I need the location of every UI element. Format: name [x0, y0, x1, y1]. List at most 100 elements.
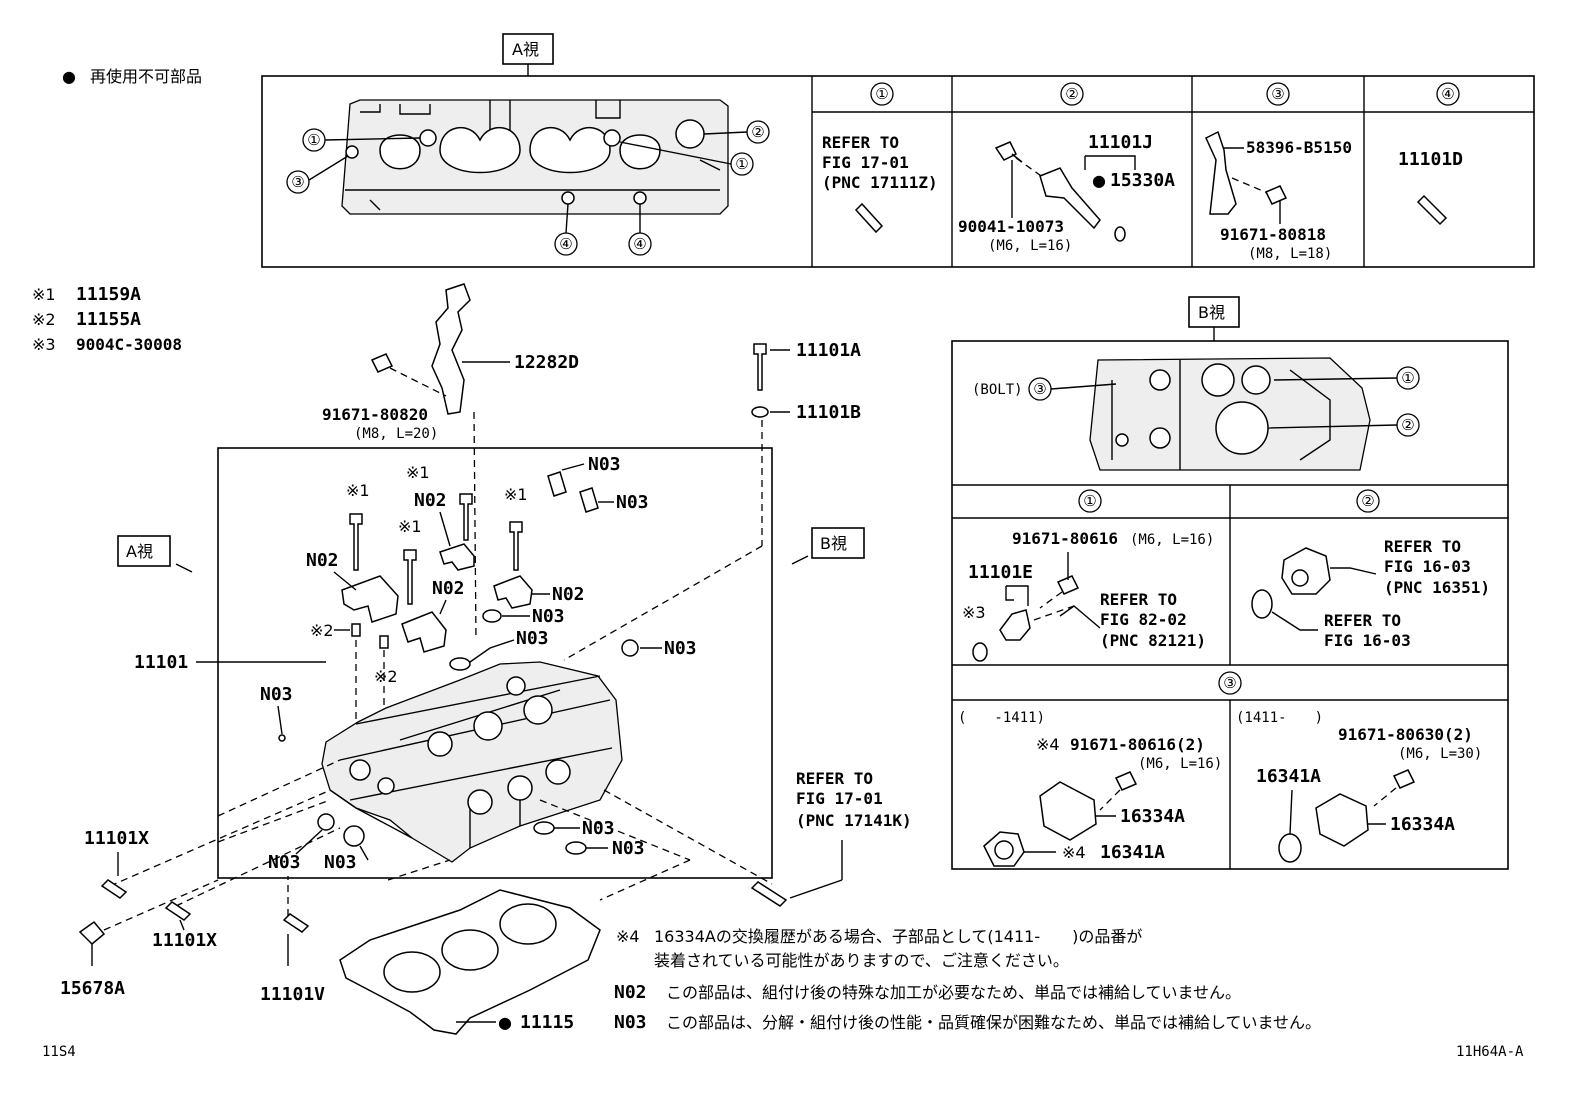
view-a-panel: A視 ① ② ③ ④ ① ③ — [261, 33, 1535, 268]
svg-text:91671-80820: 91671-80820 — [322, 405, 428, 424]
svg-text:●: ● — [498, 1013, 512, 1032]
svg-text:③: ③ — [1271, 85, 1284, 103]
bolt-icon — [1114, 771, 1138, 791]
svg-text:※2: ※2 — [374, 667, 398, 686]
svg-text:この部品は、組付け後の特殊な加工が必要なため、単品では補給し: この部品は、組付け後の特殊な加工が必要なため、単品では補給していません。 — [666, 983, 1241, 1002]
svg-text:REFER TO: REFER TO — [1100, 590, 1177, 609]
legend-text: 再使用不可部品 — [90, 67, 202, 86]
head-gasket-illustration — [339, 889, 601, 1035]
note-2-mark: ※2 — [32, 310, 56, 329]
svg-text:(PNC 17111Z): (PNC 17111Z) — [822, 173, 938, 192]
svg-text:※2: ※2 — [310, 621, 334, 640]
svg-text:N03: N03 — [612, 838, 645, 859]
svg-text:※3: ※3 — [962, 603, 986, 622]
svg-text:④: ④ — [559, 235, 572, 253]
part-11101X-left: 11101X — [84, 828, 149, 849]
svg-text:③: ③ — [291, 173, 304, 191]
part-15330A: 15330A — [1110, 170, 1175, 191]
svg-text:③: ③ — [1223, 674, 1236, 692]
svg-text:( -1411): ( -1411) — [958, 710, 1045, 726]
svg-text:(M6, L=16): (M6, L=16) — [988, 238, 1072, 254]
svg-text:※1: ※1 — [398, 517, 422, 536]
footnotes: ※4 16334Aの交換履歴がある場合、子部品として(1411- )の品番が 装… — [614, 927, 1321, 1033]
part-11101A: 11101A — [796, 340, 861, 361]
view-a-tag: A視 — [512, 40, 539, 59]
bolt-icon — [459, 493, 473, 541]
svg-text:②: ② — [1065, 85, 1078, 103]
view-a-frame — [261, 75, 1535, 268]
svg-text:(M6, L=16): (M6, L=16) — [1138, 756, 1222, 772]
svg-text:91671-80616(2): 91671-80616(2) — [1070, 735, 1205, 754]
valve-cover-icon — [1039, 781, 1097, 841]
svg-text:91671-80630(2): 91671-80630(2) — [1338, 725, 1473, 744]
svg-text:FIG 16-03: FIG 16-03 — [1384, 557, 1471, 576]
svg-text:(PNC 16351): (PNC 16351) — [1384, 578, 1490, 597]
svg-text:(1411- ): (1411- ) — [1236, 710, 1323, 726]
svg-text:①: ① — [307, 131, 320, 149]
svg-text:※1: ※1 — [406, 463, 430, 482]
svg-text:※4: ※4 — [1062, 843, 1086, 862]
engine-hanger-icon — [431, 283, 471, 415]
bolt-icon — [1392, 769, 1416, 789]
svg-text:N02: N02 — [306, 550, 339, 571]
part-11101B: 11101B — [796, 402, 861, 423]
svg-text:N02: N02 — [614, 982, 647, 1003]
legend-bullet: ● — [62, 67, 76, 86]
svg-text:(PNC 17141K): (PNC 17141K) — [796, 811, 912, 830]
view-b-panel: B視 (BOLT) ③ ① ② ① ② ③ — [951, 296, 1509, 870]
main-exploded-view: 12282D 91671-80820 (M8, L=20) 11101A 111… — [60, 283, 912, 1035]
svg-text:90041-10073: 90041-10073 — [958, 217, 1064, 236]
sensor-icon — [1039, 167, 1101, 230]
svg-text:N02: N02 — [552, 584, 585, 605]
svg-text:①: ① — [1401, 369, 1414, 387]
head-intake-side-illustration: ① ③ ② ① ④ ④ — [286, 99, 770, 256]
cover-plate-icon — [1315, 793, 1369, 847]
note-2-part: 11155A — [76, 309, 141, 330]
part-15678A: 15678A — [60, 978, 125, 999]
svg-text:91671-80616: 91671-80616 — [1012, 529, 1118, 548]
part-12282D: 12282D — [514, 352, 579, 373]
bolt-icon — [509, 521, 523, 571]
svg-text:FIG 17-01: FIG 17-01 — [822, 153, 909, 172]
part-11101J: 11101J — [1088, 132, 1153, 153]
svg-text:A視: A視 — [126, 542, 153, 561]
bolt-icon — [349, 513, 363, 571]
svg-text:FIG 82-02: FIG 82-02 — [1100, 610, 1187, 629]
stud-bolt-icon — [1416, 194, 1448, 226]
svg-text:N03: N03 — [268, 852, 301, 873]
svg-text:(M8, L=20): (M8, L=20) — [354, 426, 438, 442]
svg-text:④: ④ — [1441, 85, 1454, 103]
head-end-illustration: (BOLT) ③ ① ② — [972, 357, 1420, 471]
svg-text:REFER TO: REFER TO — [1324, 611, 1401, 630]
actuator-icon — [1281, 547, 1331, 595]
part-11101: 11101 — [134, 652, 188, 673]
sensor-icon — [999, 609, 1031, 641]
svg-text:REFER TO: REFER TO — [796, 769, 873, 788]
bullet-15330A: ● — [1092, 171, 1106, 190]
svg-text:FIG 17-01: FIG 17-01 — [796, 789, 883, 808]
svg-text:(PNC 82121): (PNC 82121) — [1100, 631, 1206, 650]
svg-text:※1: ※1 — [504, 485, 528, 504]
svg-text:91671-80818: 91671-80818 — [1220, 225, 1326, 244]
note-3-part: 9004C-30008 — [76, 335, 182, 354]
corner-code-right: 11H64A-A — [1456, 1044, 1524, 1060]
svg-text:N03: N03 — [664, 638, 697, 659]
part-11101X-right: 11101X — [152, 930, 217, 951]
bolt-icon — [403, 549, 417, 605]
svg-text:(M6, L=30): (M6, L=30) — [1398, 746, 1482, 762]
svg-text:②: ② — [751, 123, 764, 141]
svg-text:N03: N03 — [582, 818, 615, 839]
stud-bolt-icon — [854, 202, 884, 234]
svg-text:※1: ※1 — [346, 481, 370, 500]
svg-text:N03: N03 — [260, 684, 293, 705]
part-11101V: 11101V — [260, 984, 325, 1005]
svg-text:①: ① — [875, 85, 888, 103]
part-11101E: 11101E — [968, 562, 1033, 583]
svg-text:N02: N02 — [432, 578, 465, 599]
bolt-icon — [753, 343, 767, 391]
svg-text:FIG 16-03: FIG 16-03 — [1324, 631, 1411, 650]
note-1-part: 11159A — [76, 284, 141, 305]
svg-text:※4: ※4 — [1036, 735, 1060, 754]
cylinder-head-illustration — [321, 661, 623, 863]
